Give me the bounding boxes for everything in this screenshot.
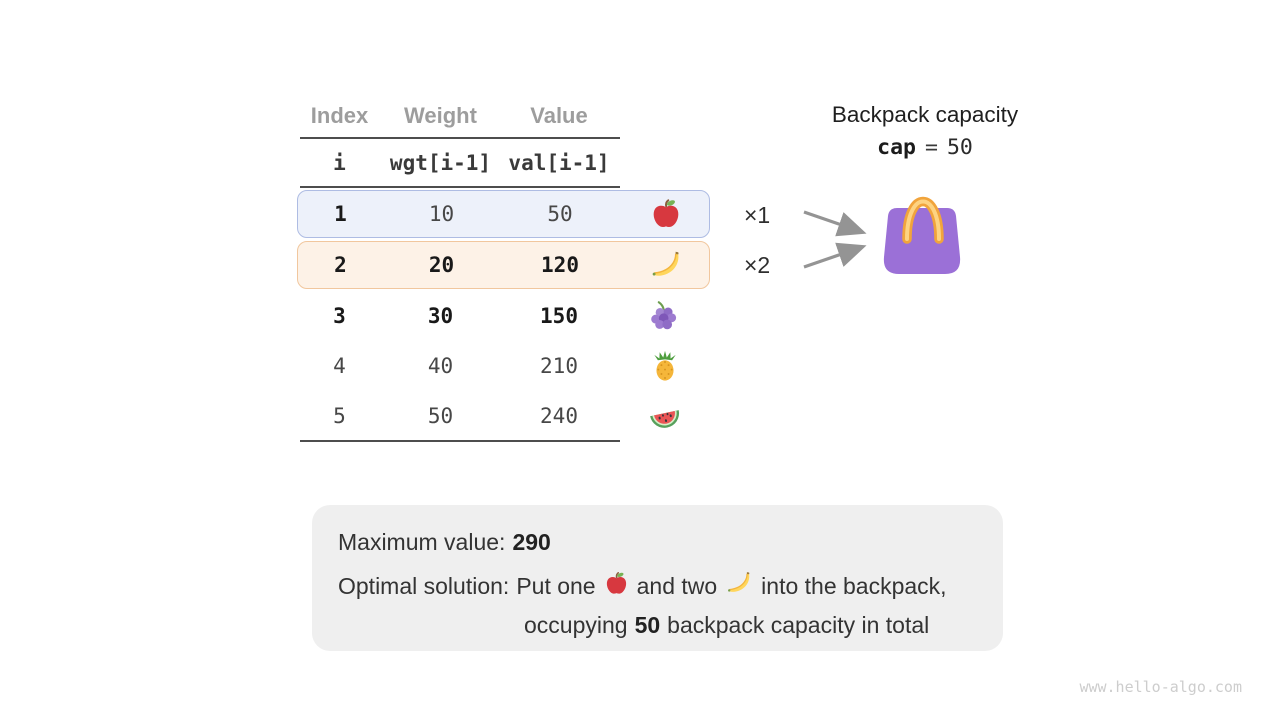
code-header-i: i — [333, 150, 346, 175]
table-rule-top — [300, 137, 620, 139]
cell-index: 1 — [334, 202, 347, 226]
cell-value: 210 — [540, 353, 578, 378]
opt-into-backpack-text: into the backpack, — [761, 572, 947, 599]
cell-index: 3 — [333, 303, 346, 328]
opt-put-one-text: Put one — [516, 572, 596, 599]
col-header-weight: Weight — [404, 103, 477, 128]
cell-index: 4 — [333, 353, 346, 378]
cell-value: 50 — [547, 202, 573, 226]
table-row: 2 20 120 — [297, 241, 710, 289]
opt-and-two-text: and two — [636, 572, 718, 599]
multiplier-banana: ×2 — [744, 252, 771, 278]
summary-box: Maximum value: 290 Optimal solution: Put… — [312, 505, 1003, 651]
optimal-solution-label: Optimal solution: — [338, 572, 510, 599]
max-value-line: Maximum value: 290 — [338, 529, 977, 556]
occupied-capacity-number: 50 — [634, 612, 661, 638]
capacity-title: Backpack capacity — [831, 102, 1019, 127]
code-header-val: val[i-1] — [508, 150, 610, 175]
code-header-wgt: wgt[i-1] — [389, 150, 492, 175]
cell-index: 2 — [334, 253, 347, 277]
table-row: 4 40 210 — [297, 341, 710, 390]
col-header-value: Value — [530, 103, 588, 128]
capacity-code: cap = 50 — [780, 135, 1070, 160]
capacity-block: Backpack capacity cap = 50 — [780, 102, 1070, 160]
max-value-label: Maximum value: — [338, 529, 506, 555]
watermark: www.hello-algo.com — [1079, 678, 1242, 696]
max-value-number: 290 — [512, 529, 551, 555]
capacity-total-text: backpack capacity in total — [667, 612, 930, 638]
cell-value: 120 — [541, 253, 579, 277]
optimal-solution-line: Optimal solution: Put one and two into t… — [338, 569, 977, 603]
cell-index: 5 — [333, 403, 346, 428]
cell-value: 240 — [540, 403, 578, 428]
cell-value: 150 — [540, 303, 578, 328]
table-row: 3 30 150 — [297, 291, 710, 340]
cell-weight: 20 — [428, 253, 455, 277]
pineapple-icon — [619, 350, 710, 382]
occupying-line: occupying 50 backpack capacity in total — [338, 612, 977, 639]
table-row: 5 50 240 — [297, 391, 710, 440]
table-row: 1 10 50 — [297, 190, 710, 238]
apple-icon — [620, 198, 711, 230]
items-table: Index Weight Value i wgt[i-1] val[i-1] 1… — [297, 95, 710, 447]
table-rule-middle — [300, 186, 620, 188]
equals-sign: = — [925, 135, 938, 160]
banana-icon — [725, 569, 753, 603]
occupying-text: occupying — [524, 612, 628, 638]
table-code-header-row: i wgt[i-1] val[i-1] — [297, 139, 710, 186]
cell-weight: 50 — [427, 403, 454, 428]
watermelon-icon — [619, 399, 710, 433]
cell-weight: 10 — [428, 202, 455, 226]
backpack-icon — [883, 196, 961, 274]
apple-icon — [604, 571, 629, 602]
cell-weight: 30 — [427, 303, 454, 328]
cell-weight: 40 — [427, 353, 454, 378]
arrows-to-backpack — [803, 210, 867, 269]
grapes-icon — [619, 300, 710, 332]
table-header-row: Index Weight Value — [297, 95, 710, 137]
banana-icon — [620, 248, 711, 282]
multiplier-apple: ×1 — [744, 202, 771, 228]
cap-variable: cap — [877, 135, 916, 160]
cap-value: 50 — [946, 135, 973, 160]
table-rule-bottom — [300, 440, 620, 442]
col-header-index: Index — [310, 103, 369, 128]
